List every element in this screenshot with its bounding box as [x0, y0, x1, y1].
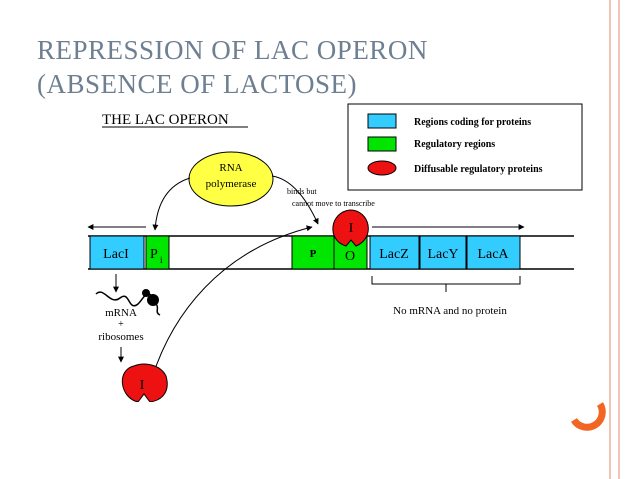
gene-lacy — [419, 235, 467, 270]
mrna-note-line3: ribosomes — [98, 331, 143, 343]
slide-title-line2: (ABSENCE OF LACTOSE) — [37, 69, 358, 99]
lac-operon-diagram: THE LAC OPERON Regions coding for protei… — [80, 100, 588, 402]
rna-polymerase-blob — [188, 151, 274, 207]
slide-title-line1: REPRESSION OF LAC OPERON — [37, 35, 428, 65]
slide-title: REPRESSION OF LAC OPERON (ABSENCE OF LAC… — [37, 33, 507, 101]
rna-polymerase-line1: RNA — [219, 162, 242, 174]
gene-lacz — [369, 235, 420, 270]
nascent-protein — [155, 303, 161, 316]
legend-diffusable-label: Diffusable regulatory proteins — [414, 164, 543, 175]
no-mrna-label: No mRNA and no protein — [393, 305, 507, 317]
diagram-svg: THE LAC OPERON Regions coding for protei… — [87, 103, 583, 402]
gene-laca-label: LacA — [477, 247, 509, 262]
repressor-to-operator-arrow — [151, 225, 313, 379]
repressor-free-blob — [121, 363, 168, 402]
repressor-bound-blob — [332, 209, 369, 247]
repressor-bound-label: I — [349, 221, 354, 236]
gene-pi-label: P — [150, 247, 158, 262]
gene-pi-subscript: i — [160, 255, 163, 265]
legend-regulatory-swatch — [367, 136, 397, 152]
legend-regulatory-label: Regulatory regions — [414, 139, 495, 150]
polymerase-to-p-arrow — [271, 175, 319, 225]
corner-arc-icon — [571, 402, 606, 431]
gene-laci — [89, 235, 145, 270]
gene-laca — [466, 235, 521, 270]
polymerase-to-pi-arrow — [152, 177, 191, 231]
binds-note-line2: cannot move to transcribe — [292, 199, 375, 208]
ribosome-large — [147, 294, 159, 306]
no-mrna-bracket — [371, 276, 521, 285]
gene-p-label: P — [310, 248, 317, 260]
rna-polymerase-line2: polymerase — [206, 178, 257, 190]
mrna-note-line1: mRNA — [105, 307, 137, 319]
mrna-note-line2: + — [118, 319, 124, 330]
gene-lacy-label: LacY — [427, 247, 458, 262]
legend-coding-swatch — [367, 113, 397, 129]
legend-diffusable-swatch — [367, 160, 397, 176]
legend: Regions coding for proteins Regulatory r… — [347, 103, 583, 191]
gene-lacz-label: LacZ — [379, 247, 409, 262]
gene-o-label: O — [345, 249, 355, 264]
ribosome-small — [142, 289, 150, 297]
diagram-heading: THE LAC OPERON — [102, 112, 229, 128]
gene-laci-label: LacI — [103, 247, 129, 262]
legend-coding-label: Regions coding for proteins — [414, 117, 531, 128]
slide-border-right — [618, 0, 620, 479]
binds-note-line1: binds but — [287, 187, 317, 196]
repressor-free-label: I — [140, 378, 145, 393]
slide-border-left — [609, 0, 611, 479]
gene-pi — [145, 235, 170, 270]
